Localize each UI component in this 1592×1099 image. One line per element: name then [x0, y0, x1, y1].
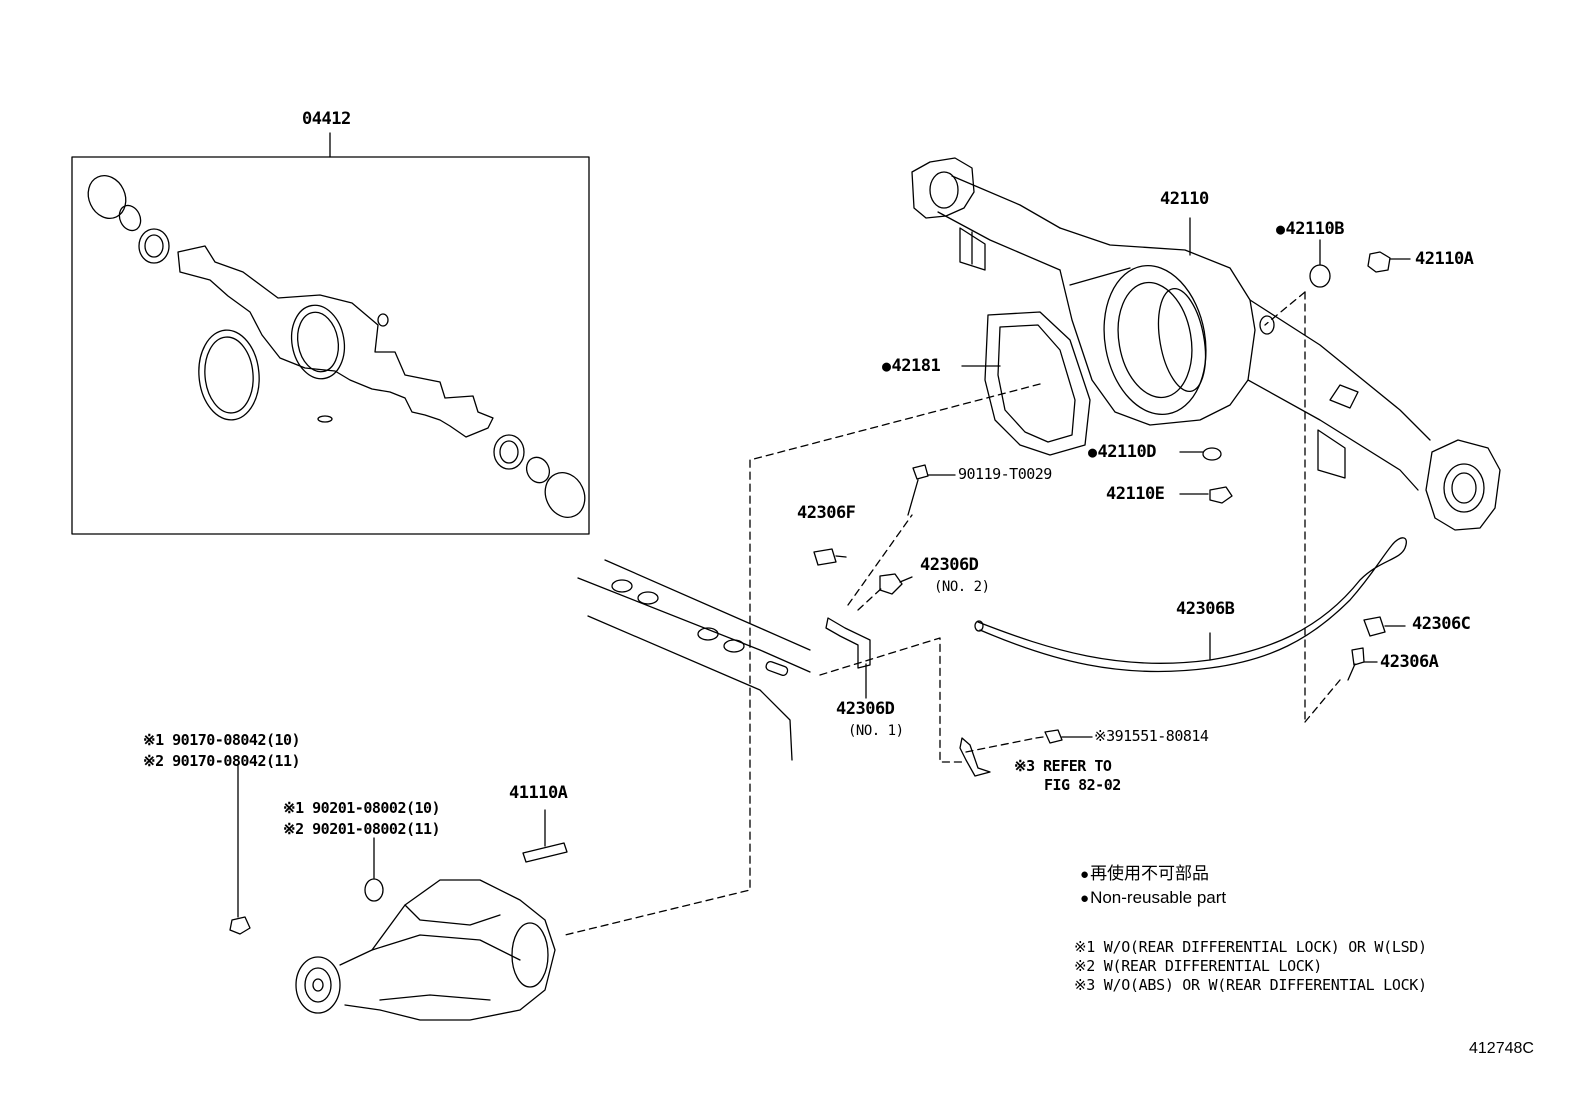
label-90201-08002-10: ※1 90201-08002(10): [283, 799, 441, 817]
differential-carrier: [229, 842, 568, 1021]
note-3: ※3 W/O(ABS) OR W(REAR DIFFERENTIAL LOCK): [1074, 976, 1427, 994]
gasket-kit-box: [71, 132, 590, 535]
label-04412: 04412: [302, 109, 351, 129]
label-42110A: 42110A: [1415, 249, 1474, 269]
label-42110D: 42110D: [1088, 444, 1157, 461]
label-42306A: 42306A: [1380, 652, 1439, 672]
assembly-lines: [564, 291, 1341, 936]
label-42110E: 42110E: [1106, 484, 1165, 504]
label-42306B: 42306B: [1176, 599, 1235, 619]
legend-non-reusable-jp: 再使用不可部品: [1080, 865, 1209, 882]
note-1: ※1 W/O(REAR DIFFERENTIAL LOCK) OR W(LSD): [1074, 938, 1427, 956]
label-90201-08002-11: ※2 90201-08002(11): [283, 820, 441, 838]
label-42306C: 42306C: [1412, 614, 1471, 634]
axle-housing: [911, 157, 1501, 531]
brake-hose: [974, 537, 1407, 673]
small-parts: [813, 251, 1391, 744]
note-2: ※2 W(REAR DIFFERENTIAL LOCK): [1074, 957, 1322, 975]
leader-lines: [237, 217, 1411, 918]
label-42306F: 42306F: [797, 503, 856, 523]
frame-rails: [577, 559, 811, 761]
label-42110B: 42110B: [1276, 221, 1345, 238]
brackets: [825, 617, 991, 777]
label-90170-08042-11: ※2 90170-08042(11): [143, 752, 301, 770]
label-refer-line2: FIG 82-02: [1044, 776, 1121, 794]
label-90119-T0029: 90119-T0029: [958, 465, 1052, 483]
label-42306D-no2: 42306D: [920, 555, 979, 575]
label-42110: 42110: [1160, 189, 1209, 209]
label-42306D-no1: 42306D: [836, 699, 895, 719]
label-41110A: 41110A: [509, 783, 568, 803]
label-42181: 42181: [882, 358, 941, 375]
legend-non-reusable-en: Non-reusable part: [1080, 889, 1226, 906]
label-refer-line1: ※3 REFER TO: [1014, 757, 1112, 775]
label-42306D-no1-note: (NO. 1): [848, 723, 904, 739]
label-391551-80814: ※391551-80814: [1094, 727, 1209, 745]
figure-id: 412748C: [1469, 1040, 1534, 1057]
gasket-42181: [984, 311, 1091, 456]
label-42306D-no2-note: (NO. 2): [934, 579, 990, 595]
label-90170-08042-10: ※1 90170-08042(10): [143, 731, 301, 749]
